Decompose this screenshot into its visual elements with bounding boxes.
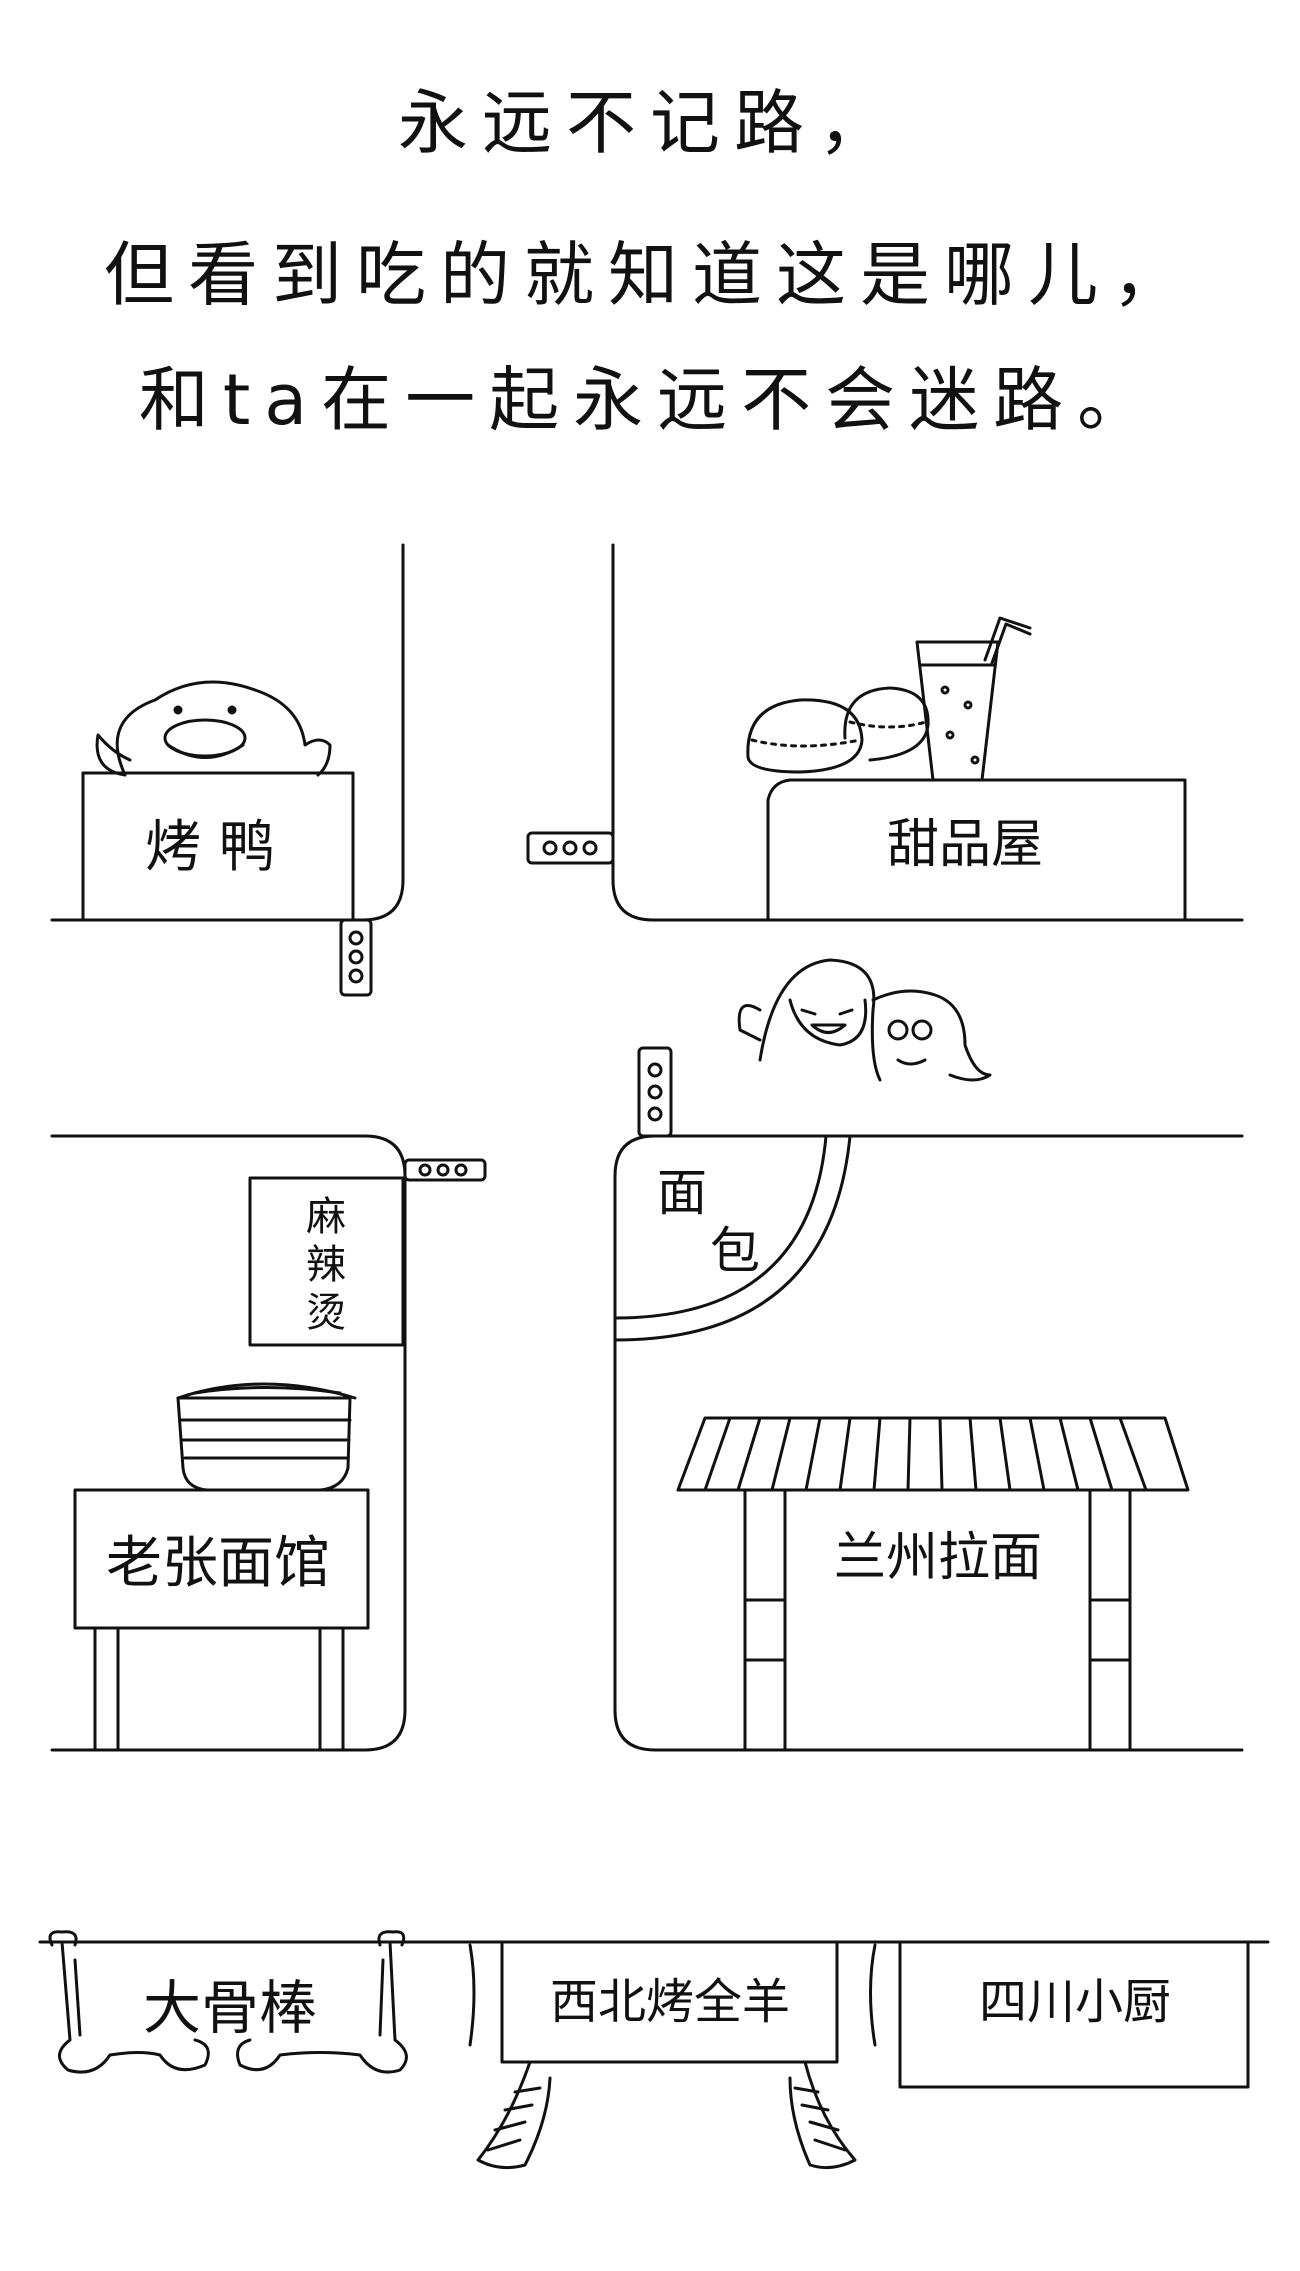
big-bone-label: 大骨棒 <box>143 1974 317 2042</box>
macaron-drawing <box>746 686 930 774</box>
roast-lamb-sign <box>468 1940 877 2170</box>
traffic-light-horizontal-top-right <box>526 831 615 865</box>
traffic-light-vertical-middle-right <box>637 1046 673 1138</box>
big-bone-sign <box>48 1930 408 2074</box>
juice-glass-drawing <box>915 616 1032 782</box>
lanzhou-lamian-building <box>743 1488 1132 1752</box>
two-girls-drawing <box>737 958 992 1082</box>
roast-duck-sign <box>81 771 355 922</box>
dessert-house-label: 甜品屋 <box>887 815 1043 875</box>
noodle-bowl-drawing <box>176 1382 357 1492</box>
caption-line-2: 但看到吃的就知道这是哪儿， <box>104 234 1196 316</box>
malatang-label-1: 麻 <box>306 1194 346 1240</box>
roast-duck-label: 烤 鸭 <box>145 815 275 880</box>
sichuan-kitchen-sign <box>898 1940 1250 2089</box>
caption-line-3: 和ta在一起永远不会迷路。 <box>138 359 1162 441</box>
sichuan-kitchen-label: 四川小厨 <box>979 1974 1171 2030</box>
lanzhou-lamian-label: 兰州拉面 <box>834 1528 1042 1588</box>
traffic-light-vertical-top-left <box>339 918 373 997</box>
dessert-house-sign <box>766 778 1187 922</box>
malatang-sign <box>248 1176 405 1347</box>
bread-shop-arc <box>613 1134 852 1342</box>
lanzhou-lamian-roof <box>676 1416 1190 1492</box>
malatang-label-2: 辣 <box>306 1242 346 1288</box>
laozhang-noodles-label: 老张面馆 <box>106 1531 330 1596</box>
duck-mascot-drawing <box>95 680 332 777</box>
bread-label-1: 面 <box>657 1164 707 1222</box>
roast-lamb-label: 西北烤全羊 <box>550 1974 790 2030</box>
malatang-label-3: 烫 <box>306 1290 346 1336</box>
traffic-light-horizontal-middle-left <box>403 1158 487 1182</box>
laozhang-noodles-sign <box>73 1488 370 1752</box>
bread-label-2: 包 <box>710 1222 760 1280</box>
caption-line-1: 永远不记路， <box>398 82 902 164</box>
